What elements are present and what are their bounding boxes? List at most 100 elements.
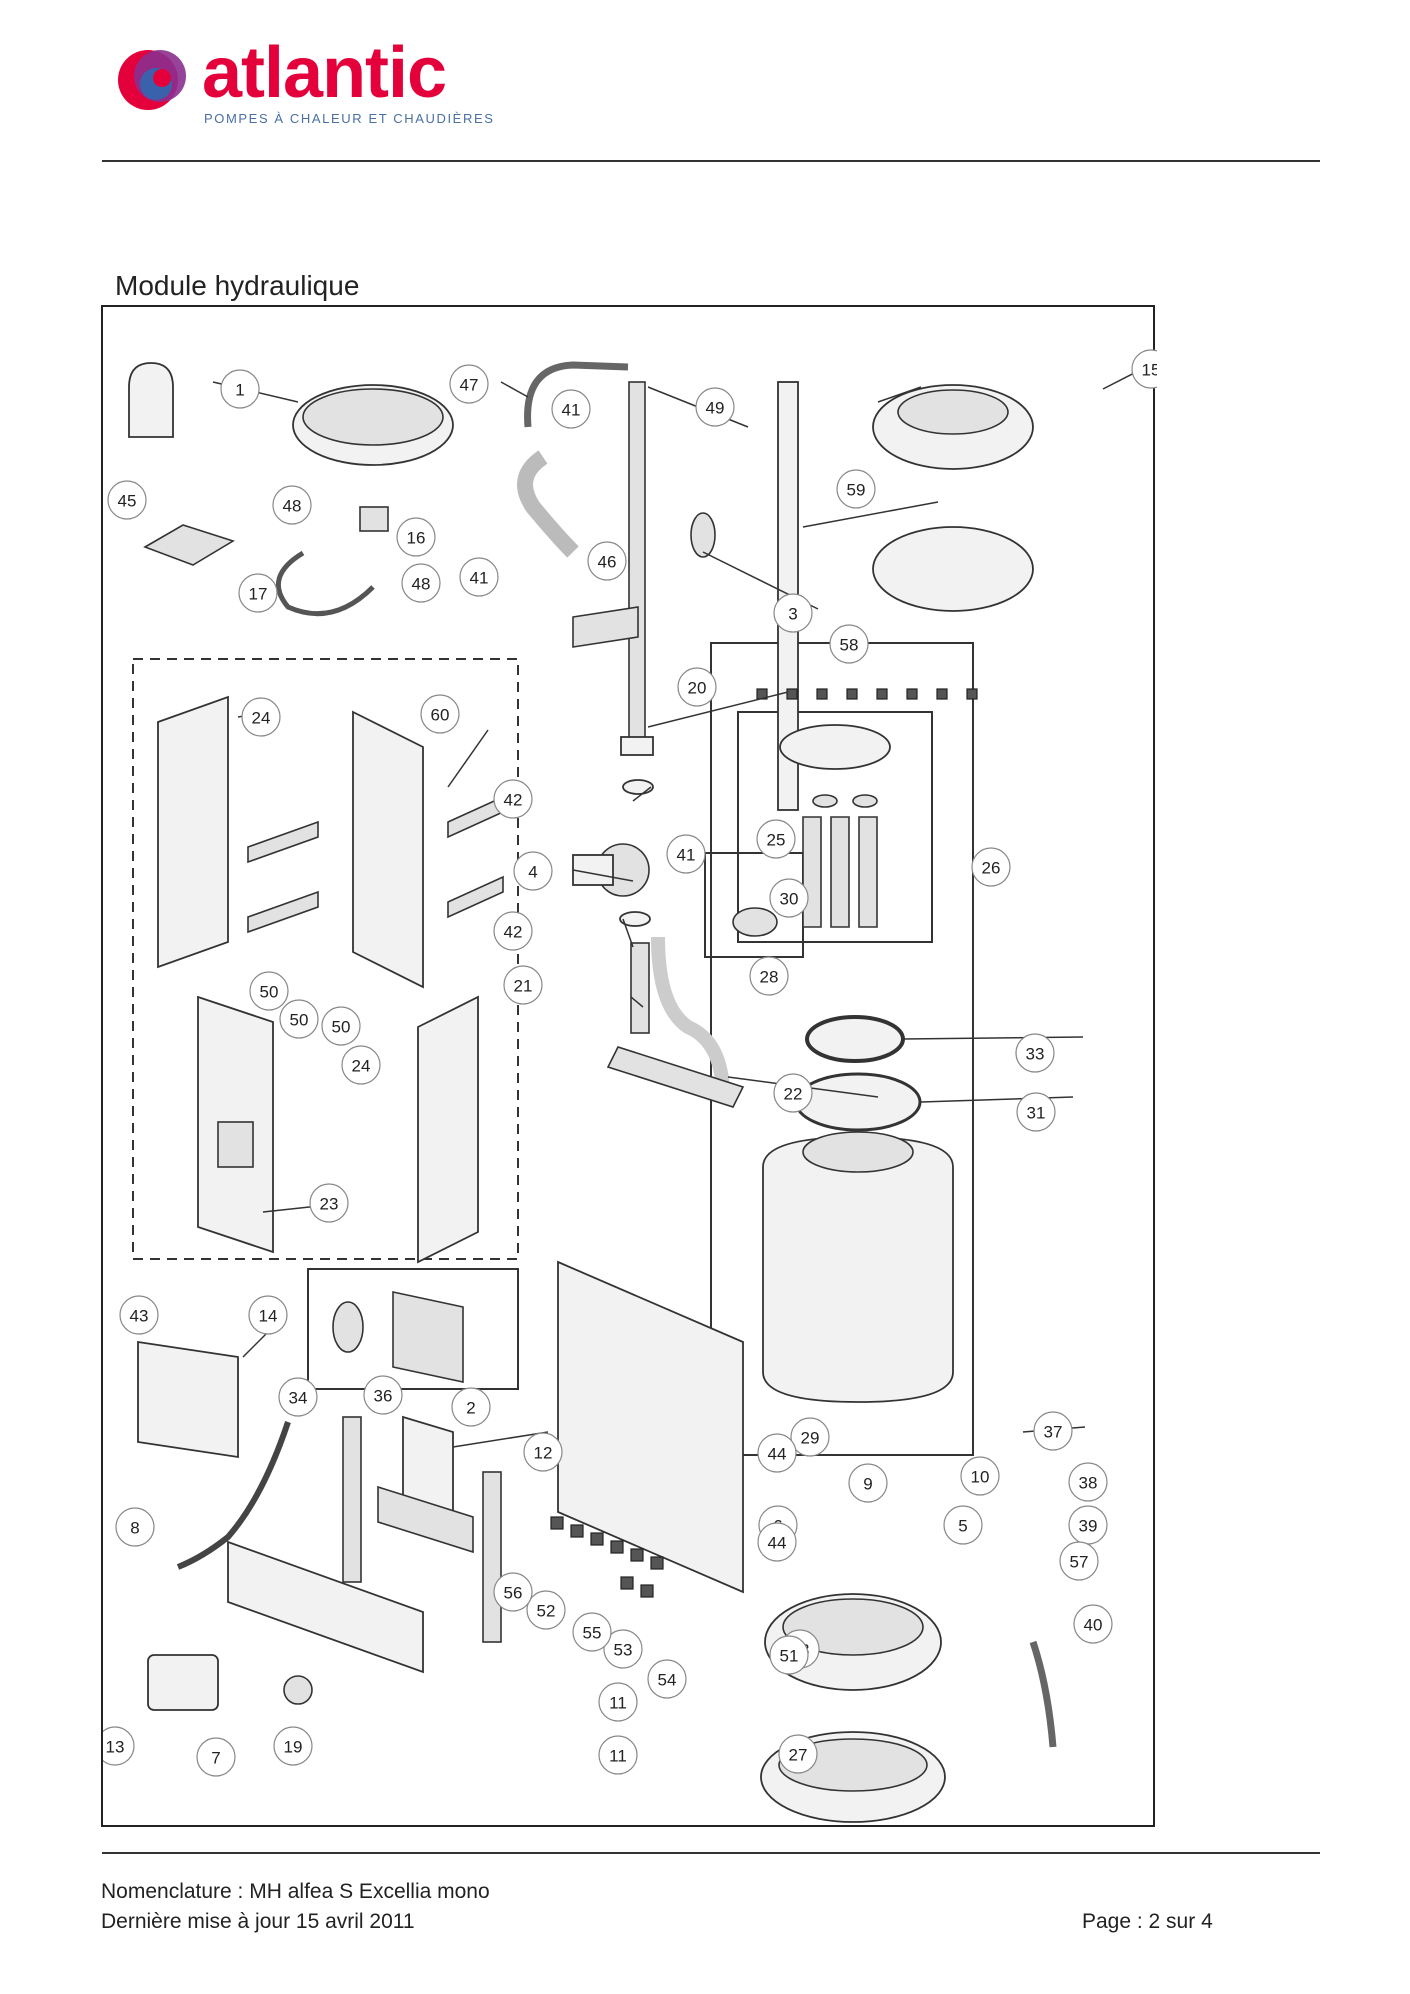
header-rule — [102, 160, 1320, 162]
control-panel-part — [137, 1340, 239, 1459]
o-ring-part-2 — [852, 794, 878, 808]
callout-label: 9 — [863, 1475, 872, 1494]
callout-12: 12 — [523, 1432, 563, 1472]
callout-46: 46 — [587, 541, 627, 581]
drain-hose-part — [1029, 1640, 1057, 1748]
right-panel-part — [417, 995, 479, 1264]
callout-41c: 41 — [666, 834, 706, 874]
o-ring-part — [812, 794, 838, 808]
callout-57: 57 — [1059, 1541, 1099, 1581]
bent-pipe-part — [651, 936, 730, 1098]
callout-label: 14 — [259, 1307, 278, 1326]
callout-label: 57 — [1070, 1553, 1089, 1572]
callout-9: 9 — [848, 1463, 888, 1503]
callout-label: 60 — [431, 706, 450, 725]
callout-31: 31 — [1016, 1092, 1056, 1132]
callout-label: 3 — [788, 605, 797, 624]
chassis-part — [557, 1260, 744, 1594]
callout-label: 26 — [982, 859, 1001, 878]
footer-nomenclature: Nomenclature : MH alfea S Excellia mono — [101, 1880, 490, 1903]
callout-29: 29 — [790, 1417, 830, 1457]
callout-label: 42 — [504, 791, 523, 810]
cover-cap-part — [128, 362, 174, 438]
callout-label: 47 — [460, 376, 479, 395]
inner-cover-part — [872, 526, 1034, 612]
frame-panel-part — [352, 710, 424, 989]
callout-label: 7 — [211, 1749, 220, 1768]
callout-50a: 50 — [249, 971, 289, 1011]
elbow-pipe-part — [517, 450, 579, 558]
callout-label: 58 — [840, 636, 859, 655]
callout-label: 12 — [534, 1444, 553, 1463]
knob-part — [283, 1675, 313, 1705]
callout-label: 29 — [801, 1429, 820, 1448]
callout-16: 16 — [396, 517, 436, 557]
callout-17: 17 — [238, 573, 278, 613]
rail-part-2 — [247, 890, 319, 934]
callout-label: 28 — [760, 968, 779, 987]
support-plate-part — [606, 1046, 745, 1108]
callout-label: 41 — [562, 401, 581, 420]
atlantic-logo: atlantic POMPES À CHALEUR ET CHAUDIÈRES — [112, 33, 495, 128]
seal-ring-part — [622, 779, 654, 795]
callout-label: 24 — [252, 709, 271, 728]
panel-window-part — [217, 1121, 254, 1168]
control-board-part — [392, 1291, 464, 1383]
callout-label: 2 — [466, 1399, 475, 1418]
sensor-coil-part — [690, 512, 716, 558]
callout-label: 11 — [609, 1747, 627, 1766]
callout-55: 55 — [572, 1612, 612, 1652]
heater-flange-part — [779, 724, 891, 770]
callout-label: 46 — [598, 553, 617, 572]
brand-tagline: POMPES À CHALEUR ET CHAUDIÈRES — [204, 111, 495, 126]
callout-15: 15 — [1131, 349, 1157, 389]
callout-53: 53 — [603, 1629, 643, 1669]
callout-label: 15 — [1142, 361, 1157, 380]
callout-10: 10 — [960, 1456, 1000, 1496]
callout-label: 37 — [1044, 1423, 1063, 1442]
pipe-part — [524, 361, 629, 428]
callout-21: 21 — [503, 965, 543, 1005]
brand-mark-icon — [118, 50, 186, 110]
callout-label: 21 — [514, 977, 533, 996]
callout-34: 34 — [278, 1377, 318, 1417]
callout-label: 39 — [1079, 1517, 1098, 1536]
callout-3: 3 — [773, 593, 813, 633]
callout-label: 1 — [235, 381, 244, 400]
callout-13: 13 — [103, 1726, 135, 1766]
callout-33: 33 — [1015, 1033, 1055, 1073]
callout-label: 41 — [677, 846, 696, 865]
callout-label: 53 — [614, 1641, 633, 1660]
connector-pipe-part — [630, 942, 650, 1034]
callout-60: 60 — [420, 694, 460, 734]
callout-1: 1 — [220, 369, 260, 409]
callout-label: 54 — [658, 1671, 677, 1690]
callout-label: 52 — [537, 1602, 556, 1621]
callout-label: 17 — [249, 585, 268, 604]
callout-label: 48 — [283, 497, 302, 516]
callout-layer: 1234567891011111213141516171819202122232… — [103, 349, 1157, 1777]
callout-11a: 11 — [598, 1682, 638, 1722]
seal-ring-part-2 — [619, 911, 651, 927]
footer-updated: Dernière mise à jour 15 avril 2011 — [101, 1910, 415, 1933]
callout-label: 30 — [780, 890, 799, 909]
callout-label: 23 — [320, 1195, 339, 1214]
callout-47: 47 — [449, 364, 489, 404]
callout-5: 5 — [943, 1505, 983, 1545]
callout-24b: 24 — [341, 1045, 381, 1085]
callout-41a: 41 — [551, 389, 591, 429]
callout-11b: 11 — [598, 1735, 638, 1775]
expansion-vessel-top — [302, 388, 444, 446]
pipe-bracket-part — [572, 606, 639, 648]
callout-27: 27 — [778, 1734, 818, 1774]
tank-opening-part — [802, 1131, 914, 1173]
callout-25: 25 — [756, 819, 796, 859]
callout-14: 14 — [248, 1295, 288, 1335]
callout-23: 23 — [309, 1183, 349, 1223]
callout-label: 41 — [470, 569, 489, 588]
vessel-bracket-part — [359, 506, 389, 532]
profile-rail-part-2 — [482, 1471, 502, 1643]
callout-label: 43 — [130, 1307, 149, 1326]
profile-rail-part — [342, 1416, 362, 1583]
diagram-canvas: 1234567891011111213141516171819202122232… — [103, 349, 1157, 1823]
